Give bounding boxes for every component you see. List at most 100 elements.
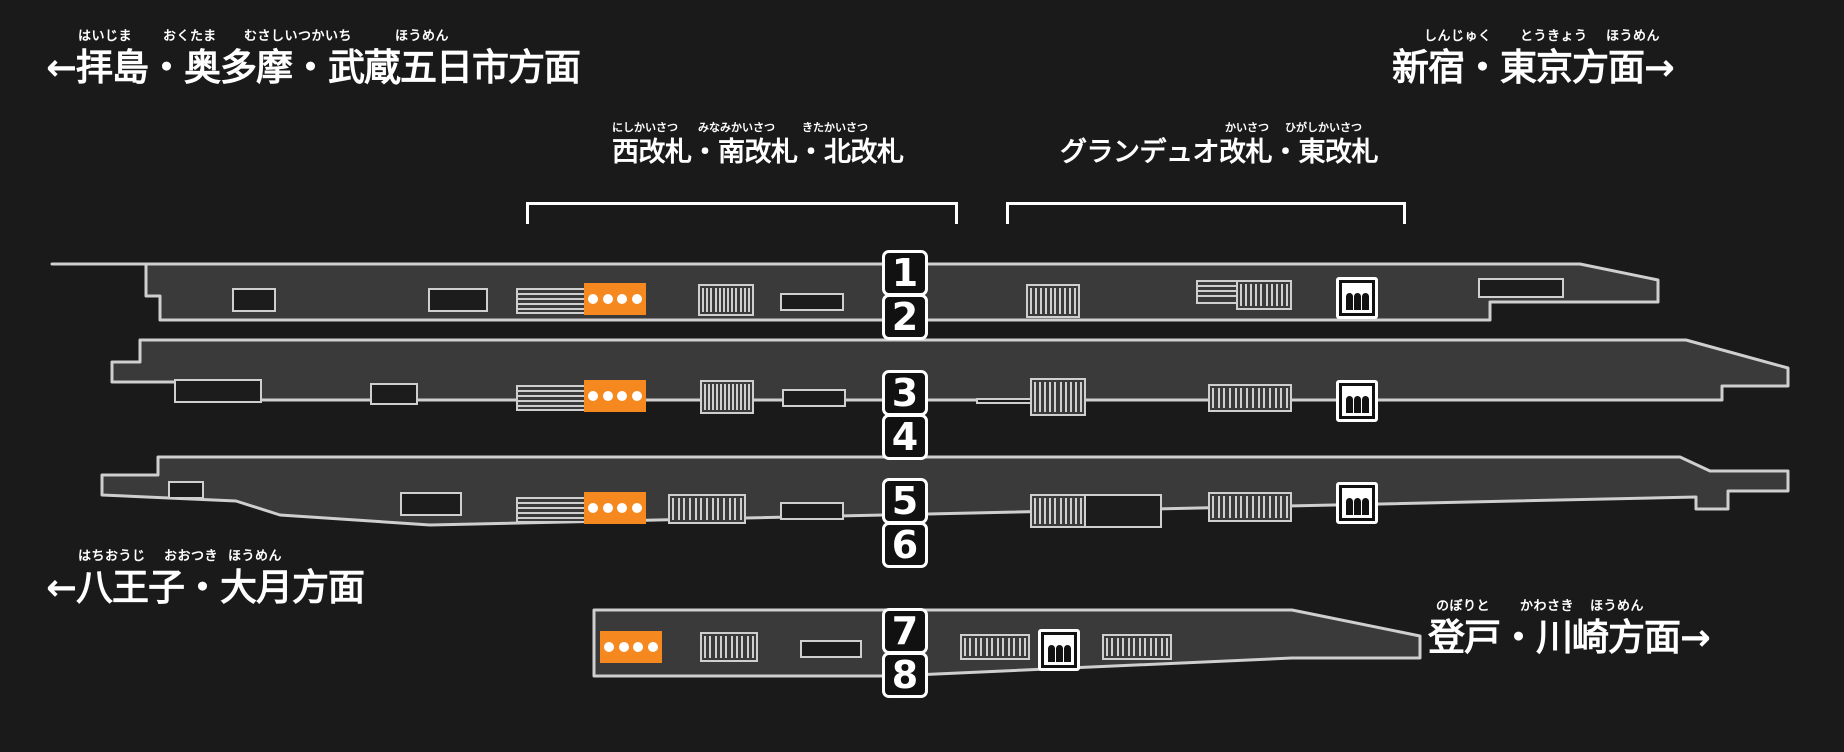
platform-number-8: 8	[882, 652, 928, 698]
ruby-row-bottom-right: のぼりと かわさき ほうめん	[1428, 598, 1710, 616]
arrow-right-icon: →	[1644, 46, 1675, 89]
ruby-shinjuku: しんじゅく	[1424, 29, 1492, 44]
orange-escalator-icon	[600, 631, 662, 663]
ruby-houmen-tr: ほうめん	[1606, 29, 1661, 44]
direction-label-bottom-left: はちおうじ おおつき ほうめん ←八王子・大月方面	[46, 548, 365, 610]
ruby-okutama: おくたま	[163, 29, 217, 44]
elevator-icon	[1336, 482, 1378, 524]
room-block-icon	[782, 389, 846, 407]
elevator-people-glyph	[1339, 280, 1375, 316]
platform-1-2-shape	[50, 262, 1660, 332]
arrow-right-icon-br: →	[1680, 616, 1711, 659]
elevator-people-glyph	[1041, 632, 1077, 668]
platform-number-7: 7	[882, 608, 928, 654]
platform-number-plate-3-4: 3 4	[882, 370, 928, 460]
escalator-icon	[516, 288, 588, 314]
ruby-houmen-tl: ほうめん	[395, 29, 450, 44]
ruby-kawasaki: かわさき	[1520, 599, 1575, 614]
direction-main-top-left: 拝島・奥多摩・武蔵五日市方面	[76, 46, 581, 89]
ruby-haijima: はいじま	[78, 29, 133, 44]
stairs-icon	[1026, 284, 1080, 318]
room-block-icon	[780, 293, 844, 311]
platform-number-3: 3	[882, 370, 928, 416]
platform-number-1: 1	[882, 250, 928, 296]
elevator-icon	[1336, 277, 1378, 319]
platform-number-5: 5	[882, 478, 928, 524]
ruby-kaisatsu: かいさつ	[1225, 121, 1269, 134]
platform-number-6: 6	[882, 522, 928, 568]
room-block-icon	[1478, 278, 1564, 298]
stairs-icon	[1102, 634, 1172, 660]
arrow-left-icon: ←	[46, 46, 77, 89]
platform-5-6-shape	[100, 455, 1790, 541]
escalator-icon	[516, 497, 588, 523]
direction-text-bottom-left: ←八王子・大月方面	[46, 566, 365, 610]
ruby-row-top-left: はいじま おくたま むさしいつかいち ほうめん	[46, 28, 580, 46]
room-block-icon	[428, 288, 488, 312]
elevator-icon	[1336, 380, 1378, 422]
ruby-minamikaisatsu: みなみかいさつ	[698, 121, 775, 134]
direction-main-bottom-right: 登戸・川崎方面	[1428, 616, 1681, 659]
platform-number-plate-5-6: 5 6	[882, 478, 928, 568]
escalator-icon	[1196, 280, 1240, 304]
arrow-left-icon-bl: ←	[46, 566, 77, 609]
ruby-hachioji: はちおうじ	[78, 549, 146, 564]
platform-number-plate-1-2: 1 2	[882, 250, 928, 340]
stairs-icon	[1236, 280, 1292, 310]
gate-label-east-group: かいさつ ひがしかいさつ グランデュオ改札・東改札	[1060, 120, 1379, 169]
elevator-icon	[1038, 629, 1080, 671]
stairs-icon	[698, 284, 754, 316]
room-block-icon	[976, 398, 1034, 404]
orange-escalator-icon	[584, 492, 646, 524]
ruby-row-east-gates: かいさつ ひがしかいさつ	[1060, 120, 1362, 136]
room-block-icon	[780, 502, 844, 520]
ruby-houmen-br: ほうめん	[1590, 599, 1645, 614]
escalator-icon	[516, 385, 588, 411]
room-block-icon	[232, 288, 276, 312]
stairs-icon	[1030, 378, 1086, 416]
platform-number-plate-7-8: 7 8	[882, 608, 928, 698]
platform-number-4: 4	[882, 414, 928, 460]
direction-text-top-left: ←拝島・奥多摩・武蔵五日市方面	[46, 46, 581, 90]
direction-label-top-left: はいじま おくたま むさしいつかいち ほうめん ←拝島・奥多摩・武蔵五日市方面	[46, 28, 581, 90]
orange-escalator-icon	[584, 380, 646, 412]
ruby-nishikaisatsu: にしかいさつ	[612, 121, 678, 134]
direction-text-top-right: 新宿・東京方面→	[1392, 46, 1675, 90]
bracket-east-gates	[1006, 202, 1406, 224]
ruby-houmen-bl: ほうめん	[228, 549, 283, 564]
ruby-noborito: のぼりと	[1436, 599, 1491, 614]
ruby-row-west-gates: にしかいさつ みなみかいさつ きたかいさつ	[612, 120, 902, 136]
ruby-row-top-right: しんじゅく とうきょう ほうめん	[1392, 28, 1674, 46]
orange-escalator-icon	[584, 283, 646, 315]
gate-main-east-group: グランデュオ改札・東改札	[1060, 137, 1379, 168]
ruby-tokyo: とうきょう	[1520, 29, 1588, 44]
stairs-icon	[668, 494, 746, 524]
direction-text-bottom-right: 登戸・川崎方面→	[1428, 616, 1711, 660]
gate-label-west-group: にしかいさつ みなみかいさつ きたかいさつ 西改札・南改札・北改札	[612, 120, 904, 169]
room-block-icon	[370, 383, 418, 405]
elevator-people-glyph	[1339, 485, 1375, 521]
stairs-icon	[700, 380, 754, 414]
room-block-icon	[400, 492, 462, 516]
room-block-icon	[1084, 494, 1162, 528]
platform-number-2: 2	[882, 294, 928, 340]
direction-main-bottom-left: 八王子・大月方面	[76, 566, 365, 609]
direction-label-top-right: しんじゅく とうきょう ほうめん 新宿・東京方面→	[1392, 28, 1675, 90]
room-block-icon	[168, 481, 204, 499]
ruby-row-bottom-left: はちおうじ おおつき ほうめん	[46, 548, 364, 566]
room-block-icon	[800, 640, 862, 658]
ruby-musashiitsukaichi: むさしいつかいち	[244, 29, 353, 44]
ruby-kitakaisatsu: きたかいさつ	[802, 121, 868, 134]
stairs-icon	[960, 634, 1030, 660]
direction-main-top-right: 新宿・東京方面	[1392, 46, 1645, 89]
room-block-icon	[174, 379, 262, 403]
ruby-otsuki: おおつき	[164, 549, 219, 564]
stairs-icon	[1208, 384, 1292, 412]
stairs-icon	[1030, 494, 1086, 528]
stairs-icon	[700, 632, 758, 662]
bracket-west-gates	[526, 202, 958, 224]
direction-label-bottom-right: のぼりと かわさき ほうめん 登戸・川崎方面→	[1428, 598, 1711, 660]
platform-3-4-shape	[110, 338, 1790, 420]
stairs-icon	[1208, 492, 1292, 522]
